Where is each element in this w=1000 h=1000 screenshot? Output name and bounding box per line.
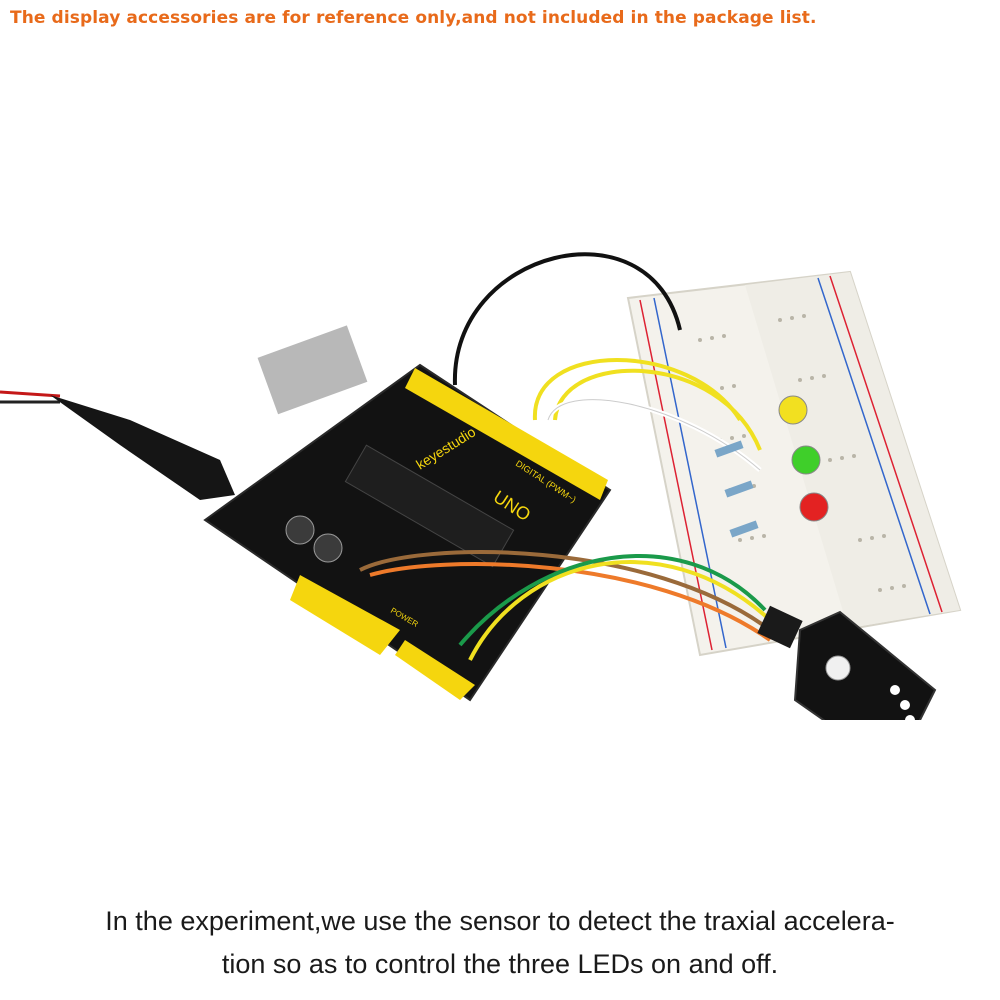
microcontroller-chip — [344, 444, 515, 568]
capacitor — [285, 515, 315, 545]
accelerometer-sensor-module: keyestudio — [757, 605, 937, 720]
yellow-wire — [468, 560, 772, 661]
usb-port — [257, 325, 368, 415]
resistor — [724, 480, 754, 498]
disclaimer-notice: The display accessories are for referenc… — [10, 8, 817, 28]
yellow-wire — [553, 368, 762, 451]
green-led — [791, 445, 821, 475]
capacitor — [313, 533, 343, 563]
black-wire — [452, 252, 682, 386]
yellow-led — [778, 395, 808, 425]
red-led — [799, 492, 829, 522]
orange-wire — [369, 562, 772, 642]
caption-line-2: tion so as to control the three LEDs on … — [221, 949, 779, 979]
green-wire — [458, 554, 767, 647]
power-plug — [50, 395, 235, 500]
caption-line-1: In the experiment,we use the sensor to d… — [105, 906, 895, 936]
arduino-led-circuit-photo: keyestudio UNO DIGITAL (PWM~) POWER keye… — [0, 252, 962, 720]
resistor — [729, 520, 759, 538]
caption: In the experiment,we use the sensor to d… — [40, 900, 960, 986]
sensor-connector — [757, 605, 803, 649]
resistor — [714, 440, 744, 458]
power-header — [290, 575, 400, 655]
digital-header — [405, 368, 608, 500]
mounting-hole — [825, 655, 851, 681]
yellow-wire — [532, 358, 742, 422]
analog-header — [395, 640, 475, 700]
brown-wire — [359, 550, 772, 632]
arduino-board: keyestudio UNO DIGITAL (PWM~) POWER — [203, 325, 612, 702]
